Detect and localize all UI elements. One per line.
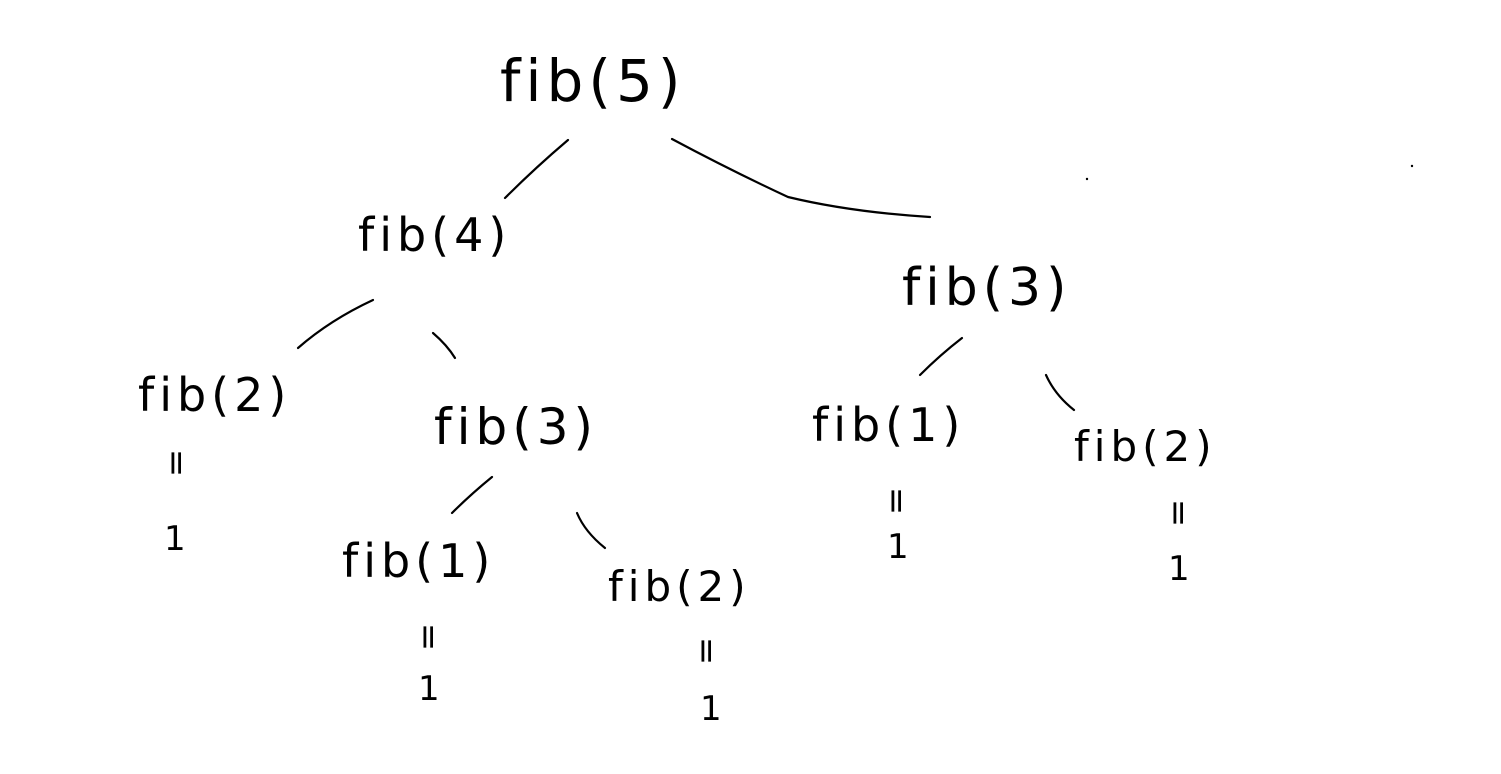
node-fib3-left: fib(3) [434, 398, 599, 456]
edge-fib3-left-to-fib1 [450, 475, 494, 515]
edge-root-to-fib3 [670, 137, 932, 219]
stray-dot [1085, 177, 1089, 181]
equals-sign-fib2-left: = [156, 448, 197, 482]
equals-sign-fib2-right: = [1158, 498, 1199, 532]
result-fib2-left: 1 [164, 519, 186, 559]
equals-sign-fib2-middle: = [686, 636, 727, 670]
node-fib4: fib(4) [358, 208, 512, 262]
node-fib3-right: fib(3) [902, 258, 1072, 318]
edge-root-to-fib4 [503, 138, 570, 200]
result-fib1-left: 1 [418, 669, 440, 709]
result-fib2-right: 1 [1168, 549, 1190, 589]
edge-fib4-to-fib2 [296, 298, 375, 350]
node-fib5-root: fib(5) [500, 47, 686, 115]
edge-fib3-right-to-fib2 [1044, 373, 1076, 412]
result-fib1-right: 1 [887, 527, 909, 567]
edge-fib4-to-fib3 [431, 331, 457, 360]
node-fib2-left: fib(2) [138, 368, 292, 422]
node-fib1-left: fib(1) [342, 534, 496, 588]
node-fib1-right: fib(1) [812, 398, 966, 452]
node-fib2-middle: fib(2) [608, 562, 751, 611]
edge-fib3-left-to-fib2 [575, 511, 607, 550]
result-fib2-middle: 1 [700, 689, 722, 729]
stray-dot [1410, 164, 1414, 168]
equals-sign-fib1-left: = [408, 622, 449, 656]
edge-fib3-right-to-fib1 [918, 336, 964, 377]
node-fib2-right: fib(2) [1074, 422, 1217, 471]
equals-sign-fib1-right: = [876, 486, 917, 520]
